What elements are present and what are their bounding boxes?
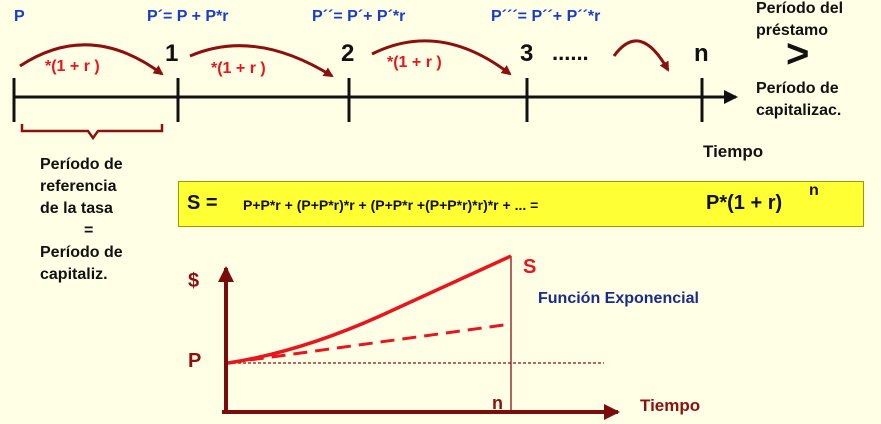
node-ellipsis: ...... [552, 40, 589, 65]
graph-y-label: $ [188, 270, 200, 292]
greater-than-symbol: > [786, 32, 810, 76]
arc-label-2: *(1 + r ) [211, 60, 266, 77]
arc-1 [19, 43, 164, 76]
period-brace [20, 124, 164, 141]
label-p: P [14, 8, 25, 25]
timeline-tiempo-label: Tiempo [703, 142, 764, 161]
label-p2: P´´= P´+ P´*r [312, 8, 406, 25]
graph-s-label: S [523, 256, 537, 278]
formula-expansion: P+P*r + (P+P*r)*r + (P+P*r +(P+P*r)*r)*r… [243, 197, 539, 213]
linear-growth-line [227, 322, 512, 365]
node-n: n [694, 40, 709, 67]
graph-p-label: P [188, 350, 202, 372]
formula-exponent: n [809, 182, 819, 199]
formula-result: P*(1 + r) [706, 192, 783, 214]
formula-lhs: S = [187, 192, 218, 214]
graph-n-label: n [492, 393, 503, 413]
rate-reference-note: Período de referencia de la tasa = Perío… [40, 156, 123, 283]
curve-title: Función Exponencial [538, 290, 699, 307]
label-p1: P´= P + P*r [147, 8, 229, 25]
exponential-curve [227, 254, 512, 365]
arc-label-1: *(1 + r ) [45, 58, 100, 75]
graph-x-label: Tiempo [640, 396, 701, 415]
node-1: 1 [165, 40, 179, 67]
node-2: 2 [341, 40, 355, 67]
formula-box: S = P+P*r + (P+P*r)*r + (P+P*r +(P+P*r)*… [178, 181, 864, 227]
capitalizacion-label: Período de capitalizac. [756, 80, 842, 119]
label-p3: P´´´= P´´+ P´´*r [491, 8, 601, 25]
arc-label-3: *(1 + r ) [387, 54, 442, 71]
node-3: 3 [520, 40, 534, 67]
arc-3 [371, 39, 512, 76]
arc-4 [612, 39, 670, 72]
arc-2 [189, 44, 334, 78]
prestamo-label: Período del préstamo [756, 0, 844, 39]
